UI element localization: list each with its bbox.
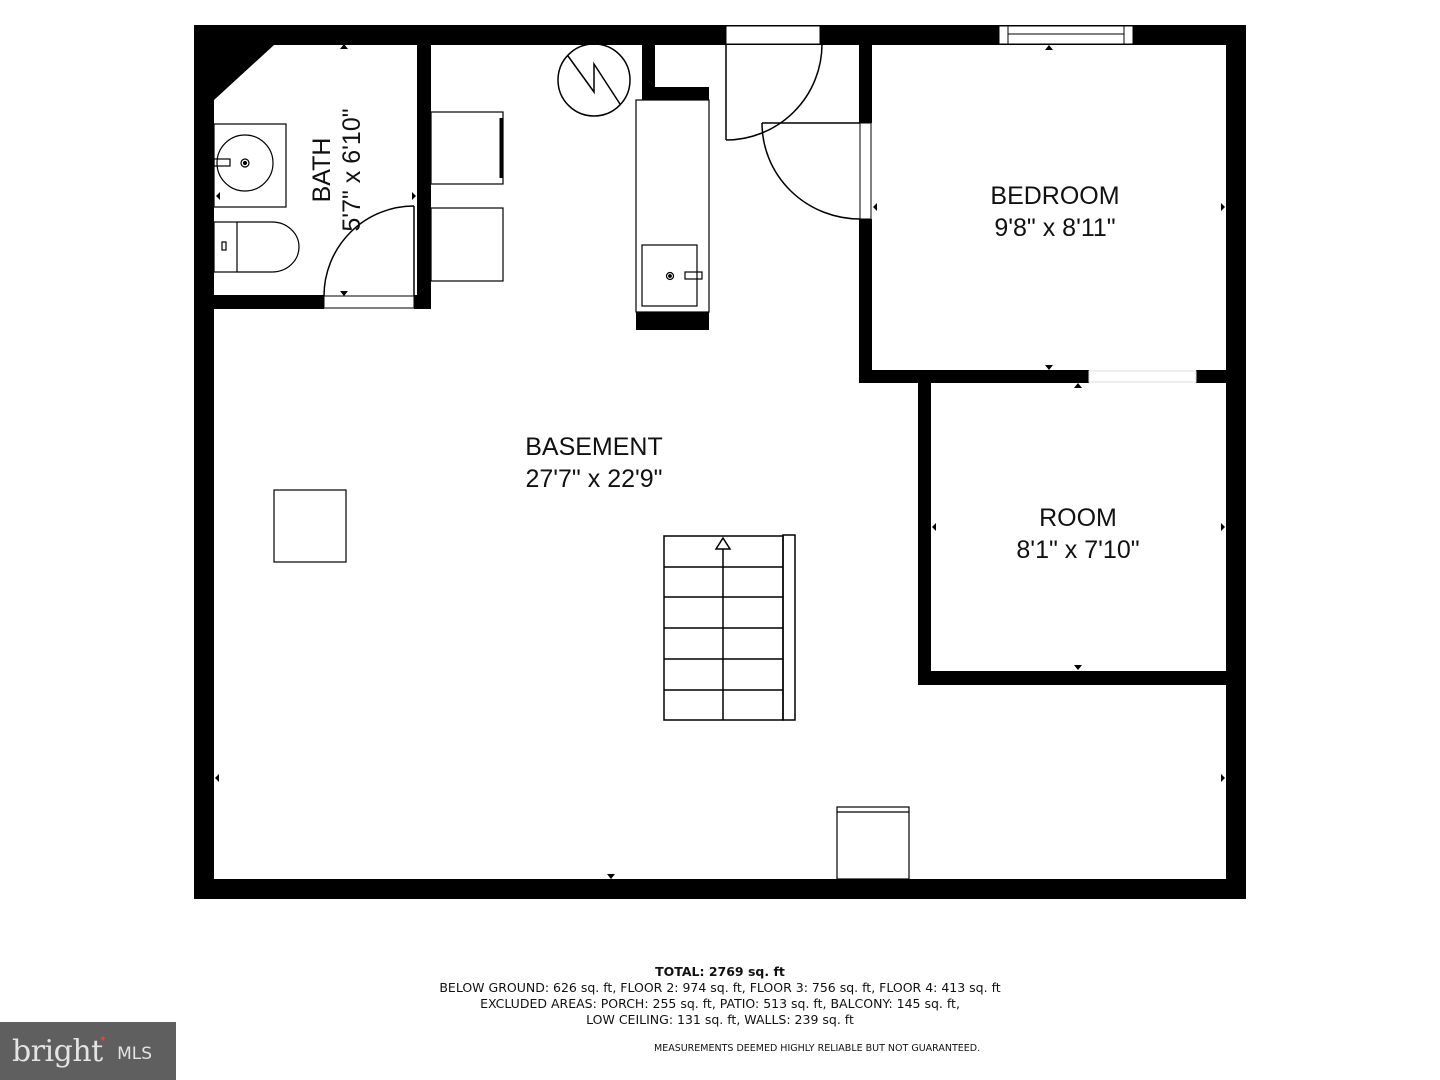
room-label-bath: BATH 5'7" x 6'10": [308, 108, 366, 231]
dimension-markers: [215, 44, 1225, 879]
washer: [430, 111, 504, 185]
room-name: BEDROOM: [990, 182, 1119, 210]
room-dimensions: 8'1" x 7'10": [1016, 536, 1139, 564]
excluded-areas-cont: LOW CEILING: 131 sq. ft, WALLS: 239 sq. …: [586, 1012, 854, 1027]
room-name: ROOM: [1039, 504, 1117, 532]
bright-mls-logo: bright ✦ MLS: [0, 1022, 176, 1080]
room-door-opening: [1088, 370, 1197, 383]
column: [273, 489, 347, 563]
room-name: BASEMENT: [525, 433, 663, 461]
room-name: BATH: [308, 138, 336, 203]
basement-top-door-opening: [725, 25, 821, 45]
room-label-bedroom: BEDROOM 9'8" x 8'11": [990, 182, 1119, 242]
excluded-areas: EXCLUDED AREAS: PORCH: 255 sq. ft, PATIO…: [480, 996, 960, 1011]
room-dimensions: 27'7" x 22'9": [525, 465, 662, 493]
dryer: [430, 207, 504, 282]
logo-suffix: MLS: [117, 1044, 153, 1064]
bedroom-window: [998, 25, 1134, 45]
disclaimer: MEASUREMENTS DEEMED HIGHLY RELIABLE BUT …: [654, 1043, 981, 1054]
room-label-basement: BASEMENT 27'7" x 22'9": [525, 433, 663, 493]
interior-walls: [214, 45, 1226, 685]
stairs: [663, 534, 796, 721]
water-heater-icon: [557, 43, 631, 117]
utility-sink: [635, 99, 710, 313]
bottom-cabinet: [836, 806, 910, 880]
exterior-walls: [194, 25, 1246, 899]
bedroom-door: [761, 122, 872, 220]
logo-brand: bright: [12, 1033, 103, 1069]
room-label-room: ROOM 8'1" x 7'10": [1016, 504, 1139, 564]
area-summary: TOTAL: 2769 sq. ft BELOW GROUND: 626 sq.…: [400, 964, 1040, 1028]
room-dimensions: 5'7" x 6'10": [338, 108, 366, 231]
logo-spark-icon: ✦: [98, 1033, 108, 1045]
total-area: TOTAL: 2769 sq. ft: [655, 964, 785, 979]
bath-sink: [213, 123, 287, 208]
floor-areas: BELOW GROUND: 626 sq. ft, FLOOR 2: 974 s…: [439, 980, 1001, 995]
bath-door: [323, 205, 415, 309]
bath-toilet: [213, 221, 300, 273]
basement-exterior-door: [725, 43, 823, 141]
room-dimensions: 9'8" x 8'11": [994, 214, 1115, 242]
